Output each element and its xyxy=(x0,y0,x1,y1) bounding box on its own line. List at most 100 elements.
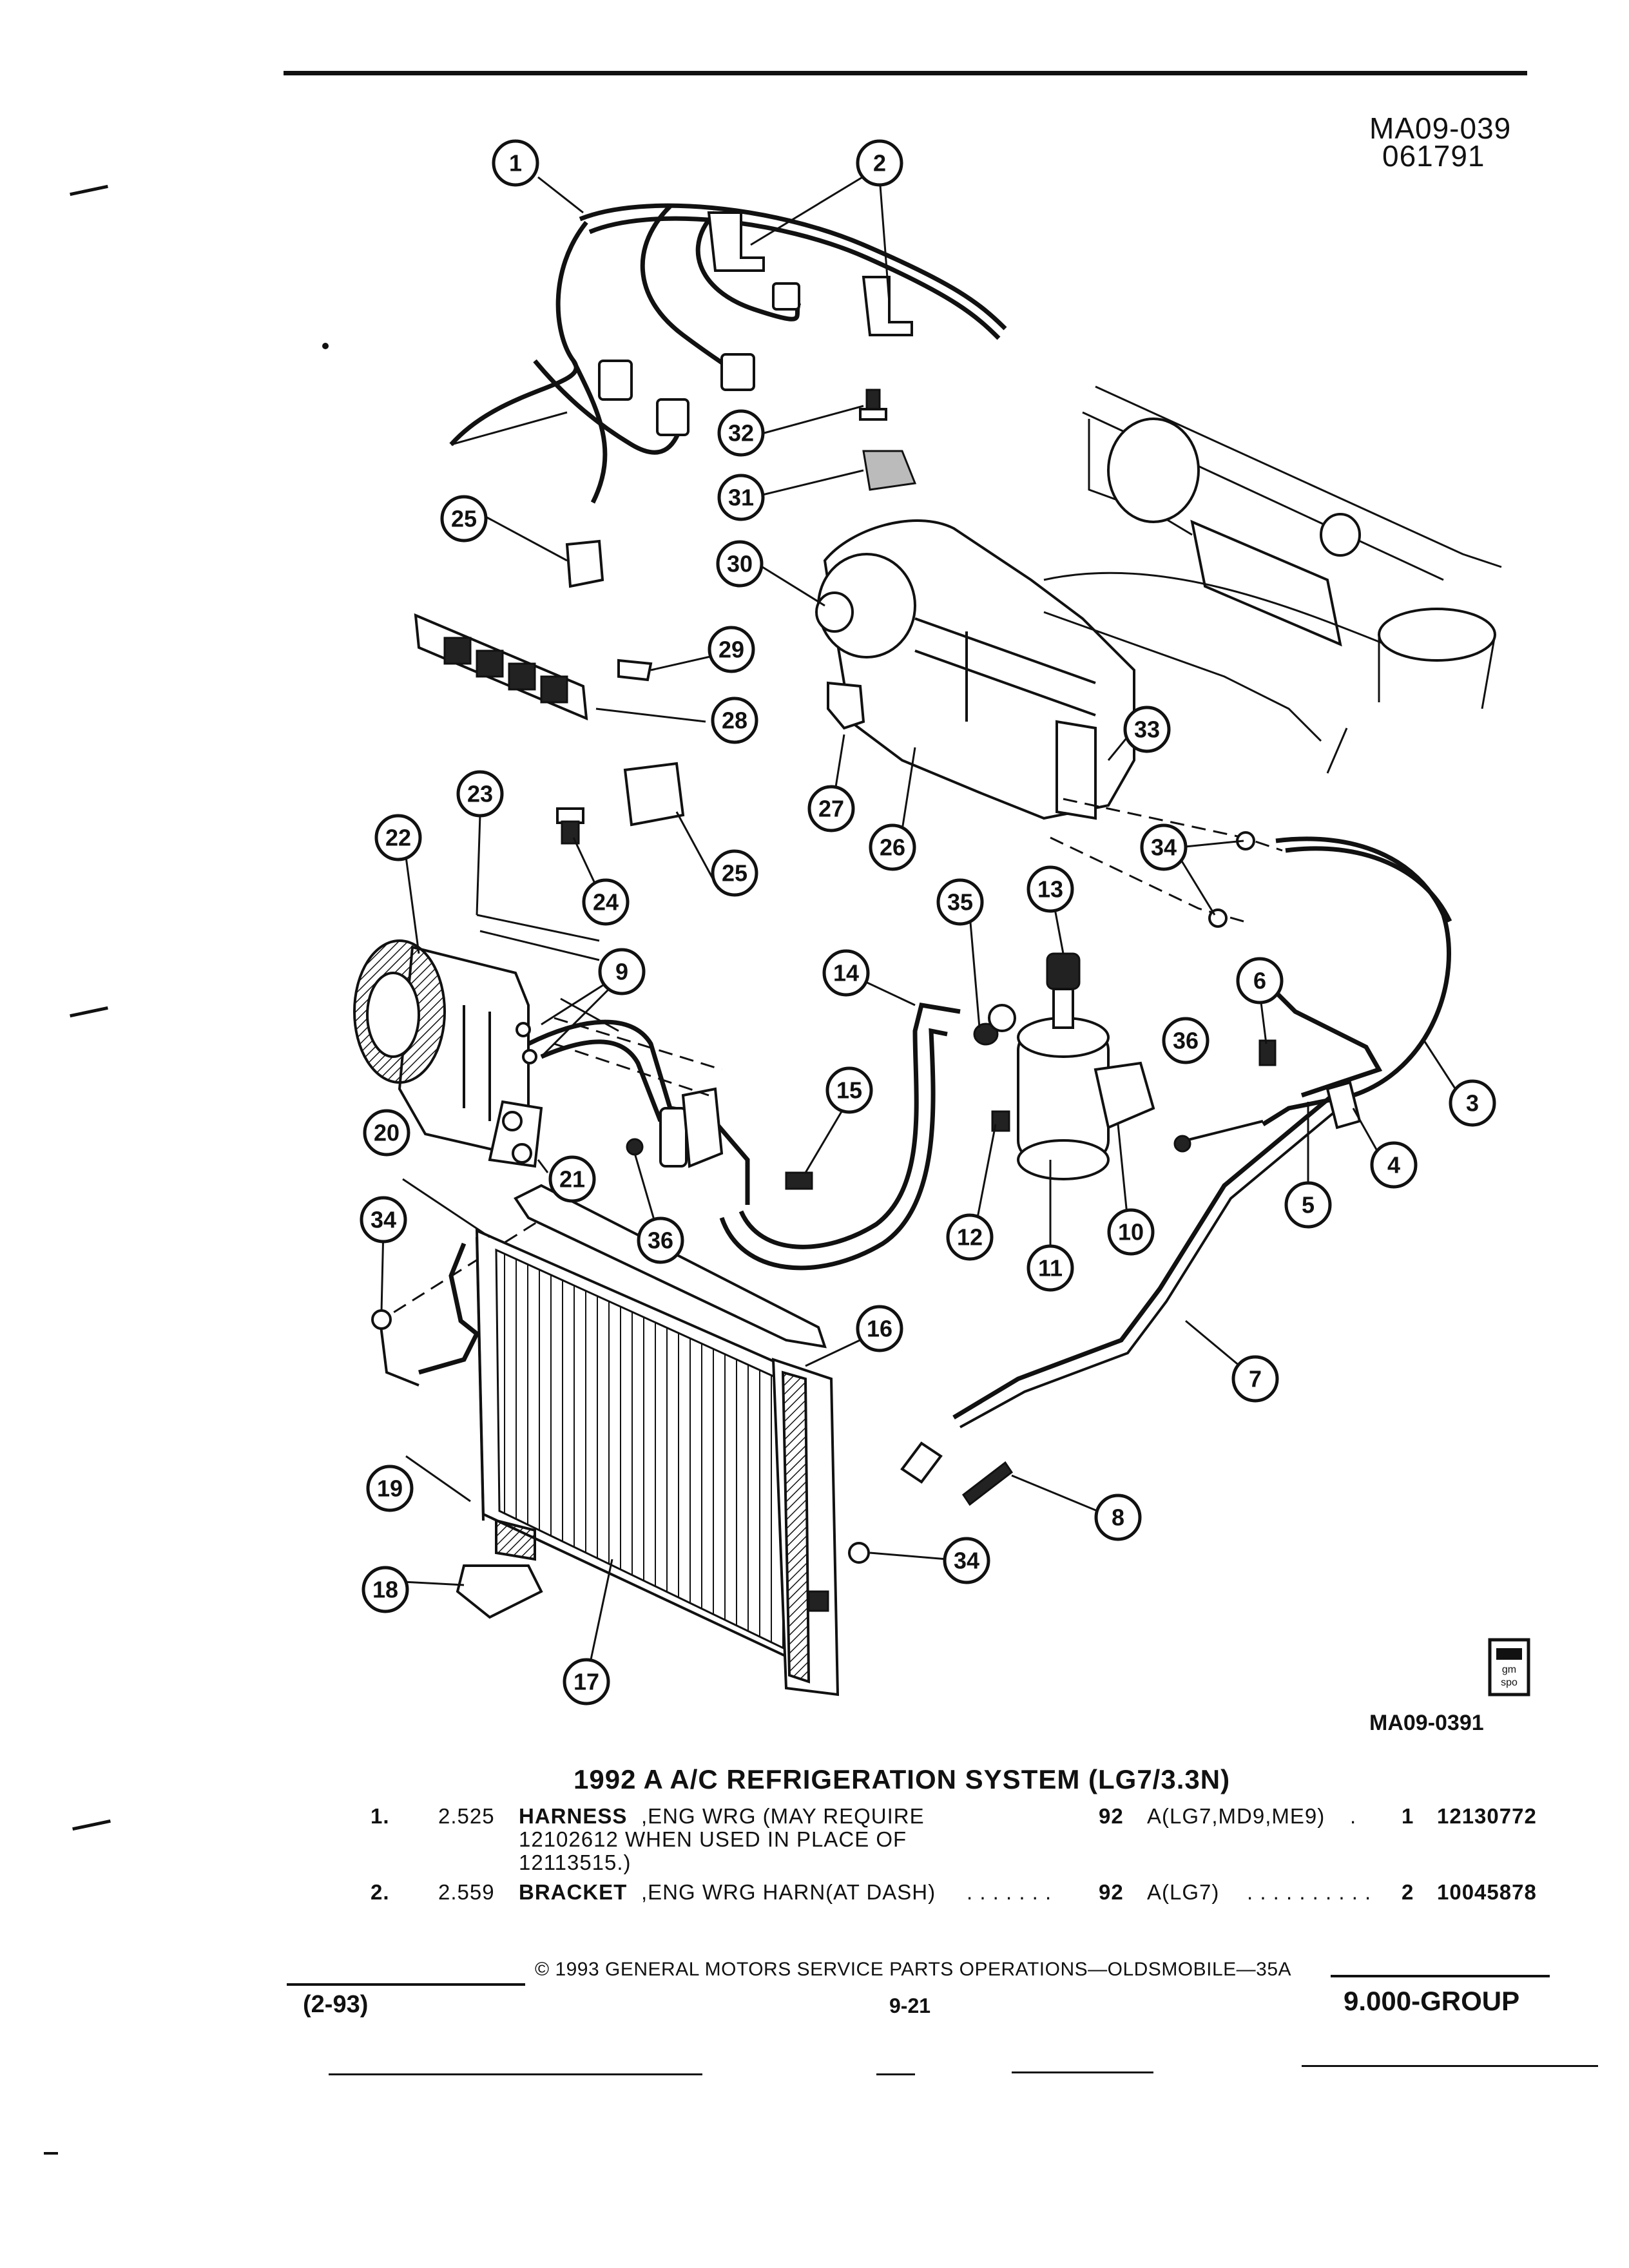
condenser-bracket xyxy=(456,1564,543,1619)
figure-code: MA09-0391 xyxy=(1369,1711,1484,1735)
bottom-rule xyxy=(1302,2065,1598,2067)
part-leader-dots: . . . . . . . xyxy=(967,1880,1052,1904)
margin-mark xyxy=(72,1819,111,1831)
svg-text:17: 17 xyxy=(574,1669,599,1695)
svg-text:29: 29 xyxy=(718,637,744,663)
copyright: © 1993 GENERAL MOTORS SERVICE PARTS OPER… xyxy=(535,1959,1292,1980)
svg-text:1: 1 xyxy=(509,150,522,177)
callout-11: 11 xyxy=(1027,1244,1074,1292)
callout-32: 32 xyxy=(717,409,765,457)
callout-6: 6 xyxy=(1236,957,1284,1004)
callout-23: 23 xyxy=(456,770,504,818)
svg-text:3: 3 xyxy=(1466,1090,1479,1117)
part-leader-dots: . xyxy=(1350,1804,1357,1828)
svg-text:13: 13 xyxy=(1037,876,1063,903)
callout-10: 10 xyxy=(1107,1208,1155,1256)
bolt xyxy=(859,389,887,421)
callout-34-left: 34 xyxy=(360,1196,407,1244)
svg-text:16: 16 xyxy=(867,1316,892,1342)
svg-text:14: 14 xyxy=(833,960,859,986)
callout-24: 24 xyxy=(582,878,630,926)
svg-text:26: 26 xyxy=(880,834,905,861)
engine-wiring-harness xyxy=(449,203,1007,504)
svg-text:25: 25 xyxy=(722,860,747,887)
svg-text:10: 10 xyxy=(1118,1219,1144,1245)
leader-lines xyxy=(380,171,1461,1666)
svg-text:33: 33 xyxy=(1134,716,1160,743)
footer-rule-left xyxy=(287,1983,525,1986)
group-label: 9.000-GROUP xyxy=(1344,1986,1520,2016)
condenser-bracket xyxy=(495,1519,536,1561)
callout-35: 35 xyxy=(936,878,984,926)
relay xyxy=(623,762,685,827)
svg-text:12: 12 xyxy=(957,1224,983,1251)
callout-4: 4 xyxy=(1370,1141,1418,1189)
callout-31: 31 xyxy=(717,474,765,521)
part-description-line2: 12102612 WHEN USED IN PLACE OF xyxy=(519,1827,907,1851)
relay xyxy=(565,539,604,588)
svg-text:9: 9 xyxy=(615,959,628,985)
svg-text:34: 34 xyxy=(371,1207,396,1233)
part-leader-dots: . . . . . . . . . . xyxy=(1247,1880,1372,1904)
svg-text:gm: gm xyxy=(1502,1664,1516,1675)
part-description: ,ENG WRG (MAY REQUIRE xyxy=(641,1804,925,1828)
part-quantity: 1 xyxy=(1402,1804,1414,1828)
bottom-rule xyxy=(876,2073,915,2075)
fitting xyxy=(1173,1135,1191,1153)
svg-text:36: 36 xyxy=(1173,1028,1199,1054)
callout-25-upper: 25 xyxy=(440,495,488,543)
svg-text:21: 21 xyxy=(559,1166,585,1193)
svg-text:28: 28 xyxy=(722,707,747,734)
callout-1: 1 xyxy=(492,139,539,187)
callout-34-lower: 34 xyxy=(943,1537,990,1584)
part-name: HARNESS xyxy=(519,1804,628,1828)
bolt xyxy=(785,1171,813,1190)
callout-21: 21 xyxy=(548,1155,596,1203)
callout-17: 17 xyxy=(563,1658,610,1706)
svg-text:25: 25 xyxy=(451,506,477,532)
callout-12: 12 xyxy=(946,1213,994,1261)
callout-30: 30 xyxy=(716,540,764,588)
callout-25-lower: 25 xyxy=(711,849,758,897)
part-description: ,ENG WRG HARN(AT DASH) xyxy=(641,1880,936,1904)
callout-20: 20 xyxy=(363,1109,410,1157)
clip xyxy=(1325,1081,1362,1129)
callout-34-upper: 34 xyxy=(1140,823,1188,871)
screw xyxy=(617,658,653,682)
margin-mark xyxy=(44,2152,58,2155)
callout-18: 18 xyxy=(361,1566,409,1613)
svg-text:36: 36 xyxy=(648,1227,673,1254)
bottom-rule xyxy=(1012,2071,1153,2073)
part-usage: A(LG7) xyxy=(1147,1880,1220,1904)
svg-text:spo: spo xyxy=(1501,1677,1518,1688)
section-title: 1992 A A/C REFRIGERATION SYSTEM (LG7/3.3… xyxy=(574,1764,1231,1794)
ink-dot xyxy=(322,343,329,349)
illustration-code: MA09-039 xyxy=(1369,111,1512,145)
callout-7: 7 xyxy=(1231,1355,1279,1403)
harness-bracket xyxy=(707,211,913,336)
svg-text:15: 15 xyxy=(836,1077,862,1104)
callout-28: 28 xyxy=(711,697,758,744)
footer-rule-right xyxy=(1331,1975,1550,1977)
svg-text:32: 32 xyxy=(728,420,754,447)
svg-text:20: 20 xyxy=(374,1120,400,1146)
callout-36-right: 36 xyxy=(1162,1017,1210,1064)
page-number: 9-21 xyxy=(889,1994,931,2017)
callout-26: 26 xyxy=(869,823,916,871)
svg-text:30: 30 xyxy=(727,551,753,577)
revision-date: (2-93) xyxy=(303,1991,369,2018)
callout-2: 2 xyxy=(856,139,903,187)
part-number: 12130772 xyxy=(1437,1804,1537,1828)
svg-text:31: 31 xyxy=(728,485,754,511)
svg-text:34: 34 xyxy=(1151,834,1177,861)
callout-22: 22 xyxy=(374,814,422,861)
drain-hose xyxy=(827,681,865,730)
part-group-number: 2.559 xyxy=(438,1880,495,1904)
part-quantity: 2 xyxy=(1402,1880,1414,1904)
callout-16: 16 xyxy=(856,1305,903,1352)
o-ring xyxy=(371,1309,392,1330)
svg-text:8: 8 xyxy=(1112,1504,1124,1531)
bolt xyxy=(556,807,584,845)
relay-bracket xyxy=(414,613,588,721)
callout-33: 33 xyxy=(1123,706,1171,753)
